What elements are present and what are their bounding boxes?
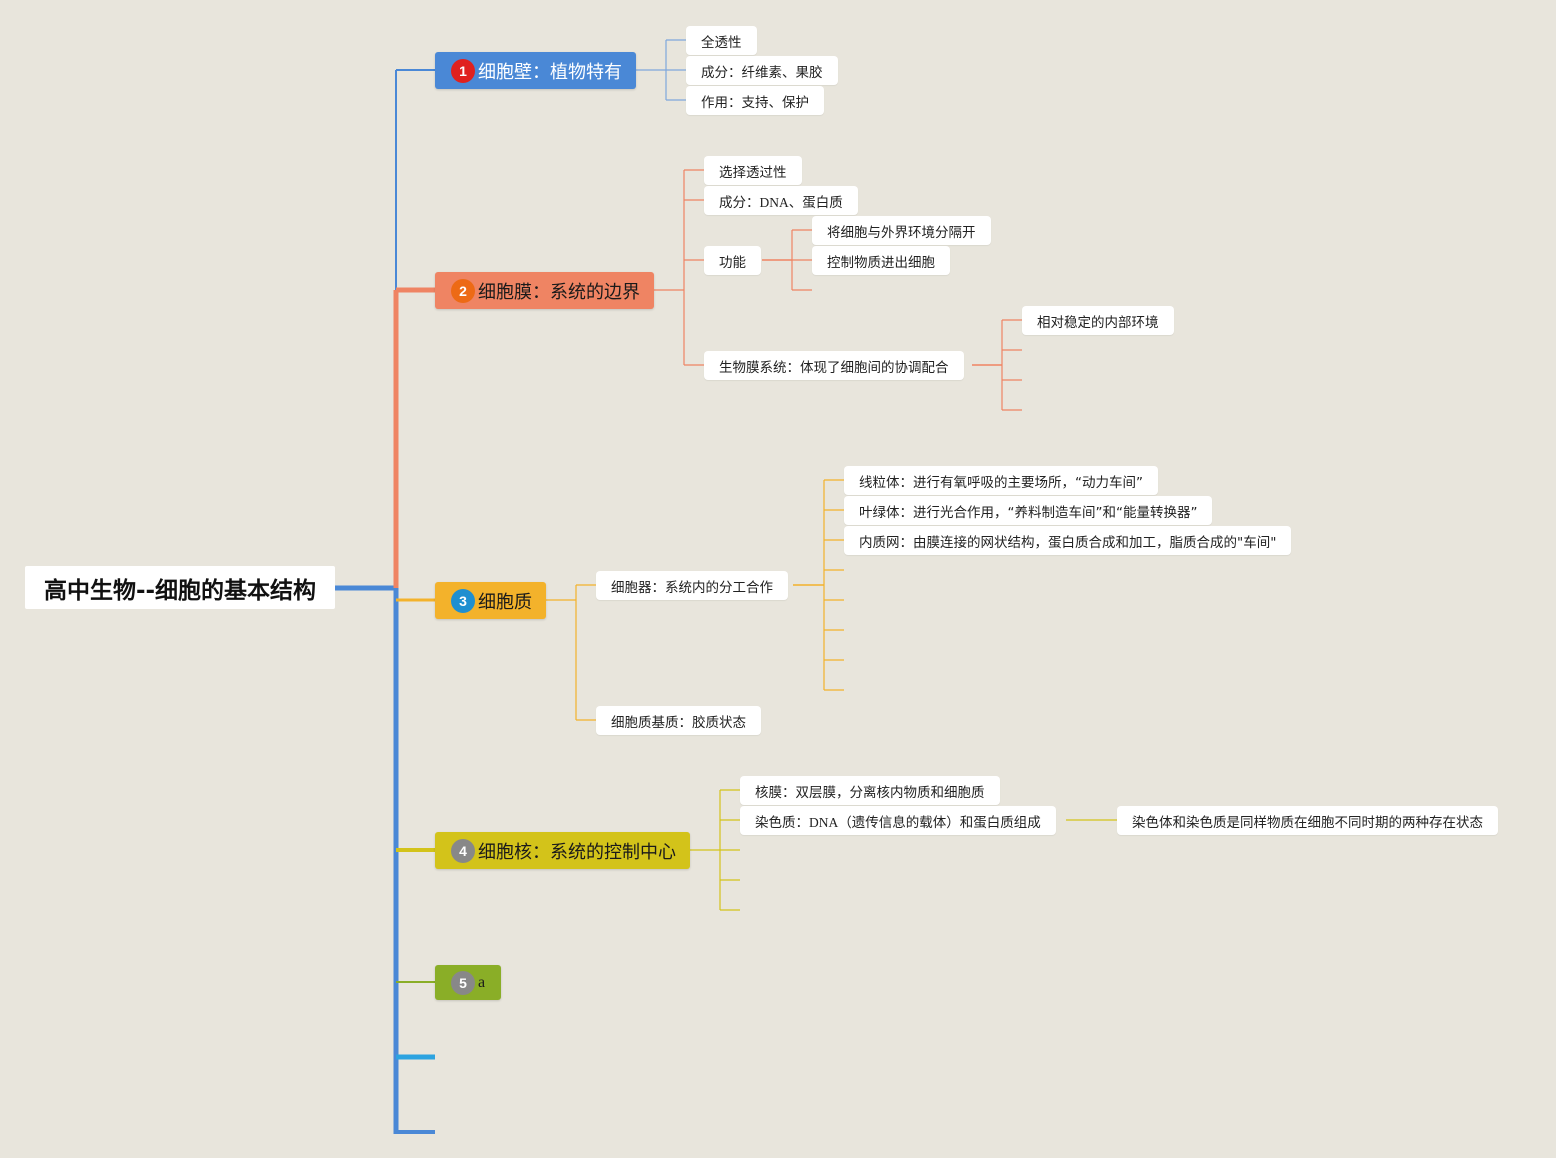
branch-fifth[interactable]: 5 a bbox=[435, 965, 501, 1000]
leaf-biomembrane-system[interactable]: 生物膜系统：体现了细胞间的协调配合 bbox=[704, 351, 964, 380]
cell-wall-child-lines bbox=[636, 39, 686, 101]
branch-label: 细胞核：系统的控制中心 bbox=[478, 841, 676, 863]
branch-label: 细胞壁：植物特有 bbox=[478, 61, 622, 83]
number-badge-2: 2 bbox=[451, 278, 475, 303]
number-badge-4: 4 bbox=[451, 838, 475, 863]
leaf-chromosome-chromatin[interactable]: 染色体和染色质是同样物质在细胞不同时期的两种存在状态 bbox=[1117, 806, 1498, 835]
root-topic[interactable]: 高中生物--细胞的基本结构 bbox=[25, 566, 335, 609]
leaf-membrane-function[interactable]: 功能 bbox=[704, 246, 761, 275]
leaf-full-permeability[interactable]: 全透性 bbox=[686, 26, 757, 55]
leaf-selective-permeability[interactable]: 选择透过性 bbox=[704, 156, 802, 185]
leaf-membrane-composition[interactable]: 成分：DNA、蛋白质 bbox=[704, 186, 858, 215]
cell-membrane-child-lines bbox=[654, 169, 1022, 411]
number-badge-5: 5 bbox=[451, 970, 475, 995]
cytoplasm-child-lines bbox=[546, 479, 844, 721]
branch-label: 细胞质 bbox=[478, 591, 532, 613]
leaf-chloroplast[interactable]: 叶绿体：进行光合作用，“养料制造车间”和“能量转换器” bbox=[844, 496, 1213, 525]
number-badge-1: 1 bbox=[451, 58, 475, 83]
branch-label: 细胞膜：系统的边界 bbox=[478, 281, 640, 303]
leaf-cytosol[interactable]: 细胞质基质：胶质状态 bbox=[596, 706, 761, 735]
branch-nucleus[interactable]: 4 细胞核：系统的控制中心 bbox=[435, 832, 690, 869]
leaf-control-transport[interactable]: 控制物质进出细胞 bbox=[812, 246, 950, 275]
number-badge-3: 3 bbox=[451, 588, 475, 613]
leaf-endoplasmic-reticulum[interactable]: 内质网：由膜连接的网状结构，蛋白质合成和加工，脂质合成的"车间" bbox=[844, 526, 1292, 555]
branch-cytoplasm[interactable]: 3 细胞质 bbox=[435, 582, 546, 619]
leaf-cell-wall-function[interactable]: 作用：支持、保护 bbox=[686, 86, 824, 115]
leaf-chromatin[interactable]: 染色质：DNA（遗传信息的载体）和蛋白质组成 bbox=[740, 806, 1056, 835]
leaf-nuclear-envelope[interactable]: 核膜：双层膜，分离核内物质和细胞质 bbox=[740, 776, 1000, 805]
nucleus-child-lines bbox=[690, 789, 1117, 911]
branch-cell-wall[interactable]: 1 细胞壁：植物特有 bbox=[435, 52, 636, 89]
leaf-mitochondria[interactable]: 线粒体：进行有氧呼吸的主要场所，“动力车间” bbox=[844, 466, 1158, 495]
leaf-stable-environment[interactable]: 相对稳定的内部环境 bbox=[1022, 306, 1174, 335]
leaf-organelles[interactable]: 细胞器：系统内的分工合作 bbox=[596, 571, 788, 600]
leaf-separate-environment[interactable]: 将细胞与外界环境分隔开 bbox=[812, 216, 991, 245]
leaf-cell-wall-composition[interactable]: 成分：纤维素、果胶 bbox=[686, 56, 838, 85]
branch-label: a bbox=[478, 973, 486, 991]
branch-cell-membrane[interactable]: 2 细胞膜：系统的边界 bbox=[435, 272, 654, 309]
